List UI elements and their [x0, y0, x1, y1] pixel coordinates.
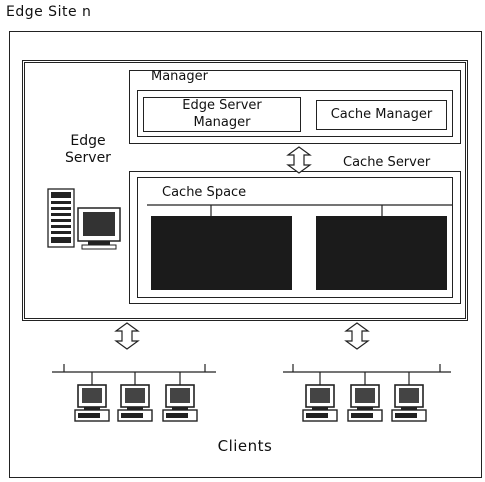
- client-computer-icon-2: [117, 384, 153, 422]
- site-title: Edge Site n: [6, 4, 92, 20]
- edge-server-label-line1: Edge: [70, 133, 106, 149]
- cache-storage-block-left: [151, 216, 292, 290]
- cache-space-label: Cache Space: [162, 185, 247, 200]
- client-network-right: [283, 364, 451, 385]
- manager-cache-double-arrow: [286, 146, 312, 174]
- client-computer-icon-4: [302, 384, 338, 422]
- cache-manager-box: [316, 100, 447, 130]
- edge-server-computer-icon: [47, 188, 121, 250]
- cache-server-title: Cache Server: [343, 155, 431, 170]
- edge-region: [22, 60, 468, 321]
- cache-storage-block-right: [316, 216, 447, 290]
- client-computer-icon-6: [391, 384, 427, 422]
- edge-server-manager-line1: Edge Server: [182, 98, 262, 113]
- client-computer-icon-5: [347, 384, 383, 422]
- client-left-double-arrow: [114, 322, 140, 350]
- client-right-double-arrow: [344, 322, 370, 350]
- cache-manager-label: Cache Manager: [330, 107, 433, 122]
- edge-server-manager-line2: Manager: [193, 115, 251, 130]
- edge-server-manager-box: [143, 97, 301, 132]
- edge-server-label-line2: Server: [65, 150, 111, 166]
- clients-label: Clients: [217, 437, 273, 455]
- client-computer-icon-1: [74, 384, 110, 422]
- client-computer-icon-3: [162, 384, 198, 422]
- manager-title: Manager: [151, 69, 208, 84]
- client-network-left: [52, 364, 216, 385]
